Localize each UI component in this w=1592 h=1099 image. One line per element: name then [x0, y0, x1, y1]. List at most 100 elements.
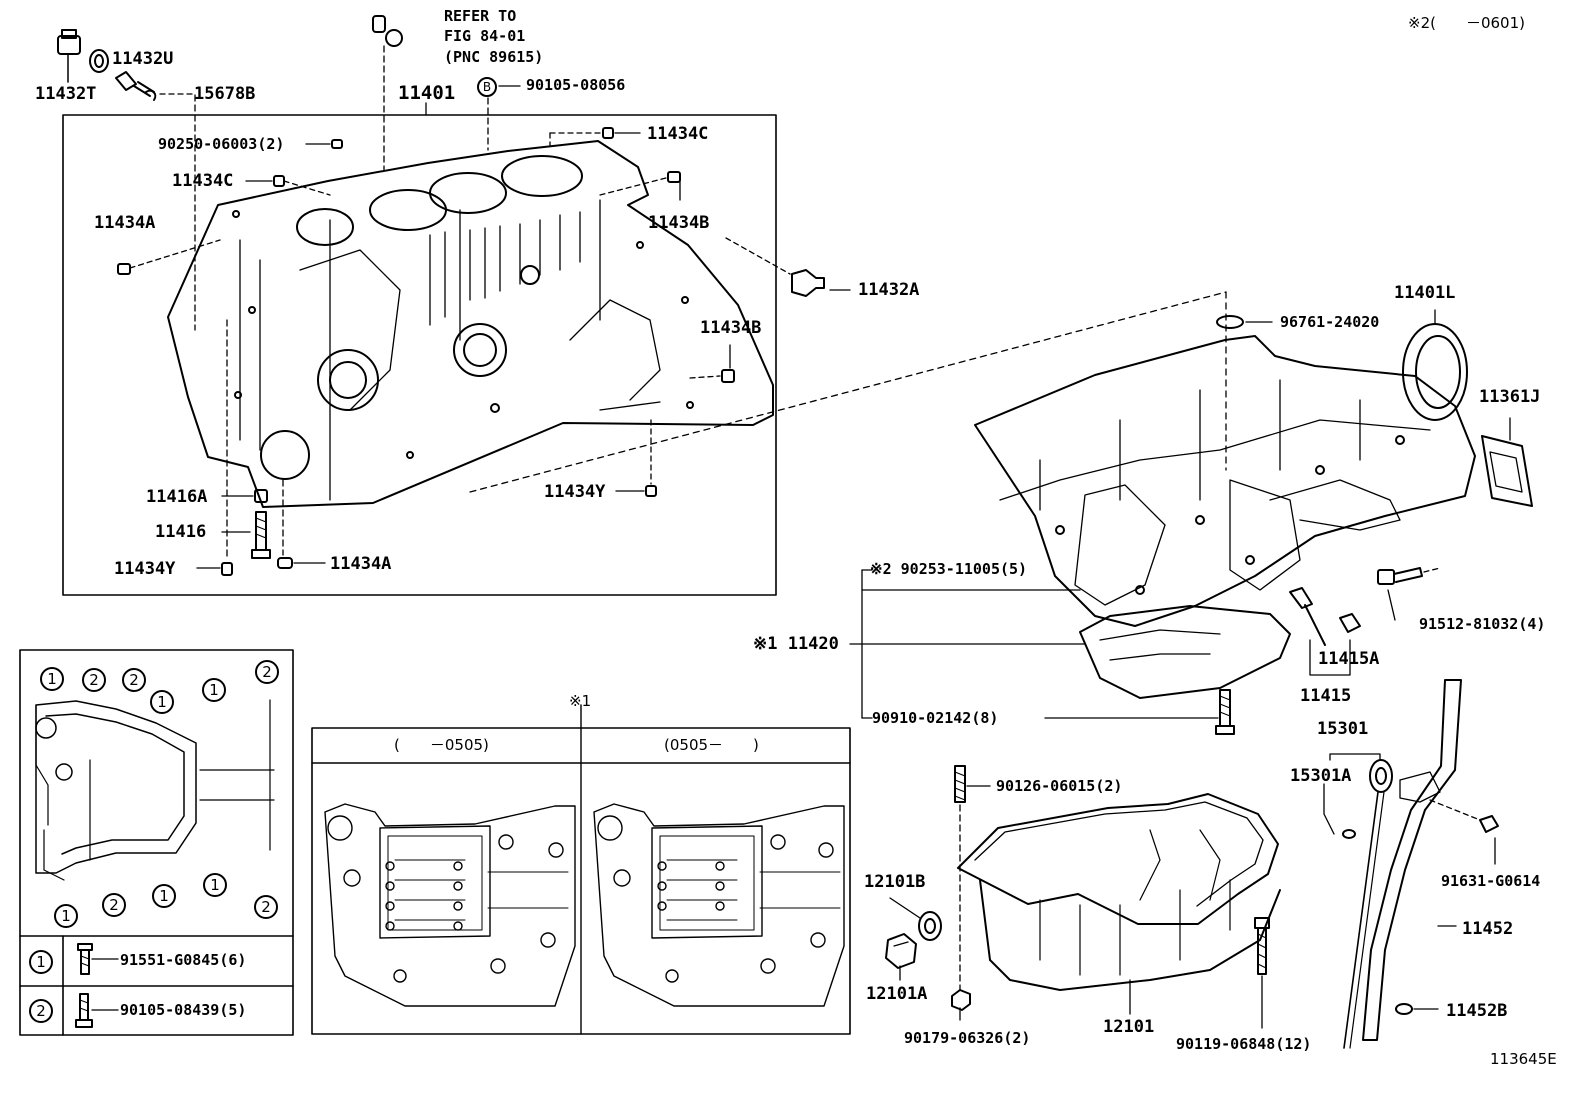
label-11434a-left: 11434A [94, 213, 156, 233]
legend-row-marker: 1 [29, 950, 53, 974]
label-12101: 12101 [1103, 1017, 1155, 1037]
pin-90250-icon [305, 139, 343, 149]
label-11434c-left: 11434C [172, 171, 234, 191]
cylinder-block-icon [167, 140, 774, 508]
label-11432a: 11432A [858, 280, 920, 300]
label-11434y-right: 11434Y [544, 482, 606, 502]
model-note: ※2( －0601) [1408, 14, 1525, 32]
pin-11434c-left-icon [245, 175, 331, 196]
oil-seal-11401l-icon [1402, 309, 1468, 421]
fitting-15678b-icon [115, 71, 193, 101]
legend-marker: 1 [40, 667, 64, 691]
legend-row-marker: 2 [29, 999, 53, 1023]
legend-marker: 1 [152, 884, 176, 908]
pin-11434y-left-icon [196, 319, 233, 576]
label-11415: 11415 [1300, 686, 1352, 706]
callout-b: B [477, 77, 497, 97]
label-11434c-top: 11434C [647, 124, 709, 144]
dipstick-15301-icon [1323, 753, 1393, 1049]
label-11401l: 11401L [1394, 283, 1456, 303]
pin-11434a-bottom-icon [277, 479, 326, 569]
legend-bolt-90105-icon [75, 993, 119, 1028]
label-90179-06326: 90179-06326(2) [904, 1029, 1031, 1047]
label-11434a-bottom: 11434A [330, 554, 392, 574]
pin-11434c-top-icon [549, 127, 641, 146]
variant-title: ※1 [569, 692, 592, 710]
legend-marker: 1 [54, 904, 78, 928]
label-11420: ※1 11420 [753, 634, 839, 654]
legend-row-part: 91551-G0845(6) [120, 951, 247, 969]
pin-11434a-left-icon [117, 239, 221, 275]
refer-line-2: FIG 84-01 [444, 27, 526, 45]
union-11415-icon [1289, 587, 1361, 676]
label-11434b-right: 11434B [700, 318, 762, 338]
o-ring-96761-icon [1216, 315, 1273, 329]
label-91512-81032: 91512-81032(4) [1419, 615, 1546, 633]
oil-pan-no1-icon [974, 335, 1476, 627]
oil-strainer-icon [1079, 605, 1291, 699]
legend-bolt-91551-icon [77, 943, 119, 975]
label-11452b: 11452B [1446, 1001, 1508, 1021]
drain-plug-12101a-icon [885, 933, 917, 981]
legend-marker: 2 [102, 893, 126, 917]
label-11432t: 11432T [35, 84, 97, 104]
bolt-90119-icon [1254, 917, 1270, 1029]
label-91631-g0614: 91631-G0614 [1441, 872, 1541, 890]
stud-90910-icon [1215, 689, 1235, 735]
callout-b-icon [487, 85, 521, 151]
legend-marker: 1 [203, 873, 227, 897]
label-96761-24020: 96761-24020 [1280, 313, 1380, 331]
legend-marker: 2 [254, 895, 278, 919]
label-15301: 15301 [1317, 719, 1369, 739]
variant-left-label: ( －0505) [394, 736, 489, 754]
bolt-91512-icon [1377, 567, 1441, 621]
legend-box [19, 649, 294, 1036]
plate-11361j-icon [1481, 417, 1533, 507]
block-frame [62, 114, 777, 596]
legend-marker: 2 [82, 668, 106, 692]
label-11432u: 11432U [112, 49, 174, 69]
label-11416a: 11416A [146, 487, 208, 507]
legend-marker: 2 [255, 660, 279, 684]
label-11434b-top: 11434B [648, 213, 710, 233]
plug-11432a-icon [725, 237, 851, 297]
legend-marker: 2 [122, 668, 146, 692]
plug-11432t-icon [57, 29, 81, 83]
nut-90179-icon [951, 989, 971, 1021]
label-90119-06848: 90119-06848(12) [1176, 1035, 1312, 1053]
label-11415a: 11415A [1318, 649, 1380, 669]
label-90910-02142: 90910-02142(8) [872, 709, 999, 727]
gasket-11432u-icon [89, 49, 109, 73]
label-90250-06003: 90250-06003(2) [158, 135, 285, 153]
refer-line-3: (PNC 89615) [444, 48, 544, 66]
label-15301a: 15301A [1290, 766, 1352, 786]
label-11416: 11416 [155, 522, 207, 542]
refer-line-1: REFER TO [444, 7, 517, 25]
oil-pan-12101-icon [957, 793, 1281, 1015]
gasket-12101b-icon [889, 897, 942, 941]
variant-right-label: (0505－ ) [664, 736, 759, 754]
knock-sensor-icon [372, 15, 403, 171]
legend-pan-outline-icon [35, 699, 275, 881]
dipstick-guide-11452-icon [1362, 679, 1499, 1041]
stud-90126-icon [954, 765, 991, 991]
pin-11434b-right-icon [689, 344, 735, 383]
label-11361j: 11361J [1479, 387, 1541, 407]
label-11401: 11401 [398, 82, 456, 104]
label-90126-06015: 90126-06015(2) [996, 777, 1123, 795]
bolt-11416-icon [221, 511, 271, 559]
label-11452: 11452 [1462, 919, 1514, 939]
variant-left-baffle-icon [324, 803, 576, 1007]
legend-marker: 1 [202, 678, 226, 702]
pin-11434b-top-icon [599, 171, 681, 201]
label-90253-11005: ※2 90253-11005(5) [870, 560, 1028, 578]
label-15678b: 15678B [194, 84, 256, 104]
variant-right-baffle-icon [593, 803, 845, 1007]
pin-11434y-right-icon [615, 419, 657, 497]
label-90105-08056: 90105-08056 [526, 76, 626, 94]
legend-row-part: 90105-08439(5) [120, 1001, 247, 1019]
label-11434y-left: 11434Y [114, 559, 176, 579]
label-12101b: 12101B [864, 872, 926, 892]
